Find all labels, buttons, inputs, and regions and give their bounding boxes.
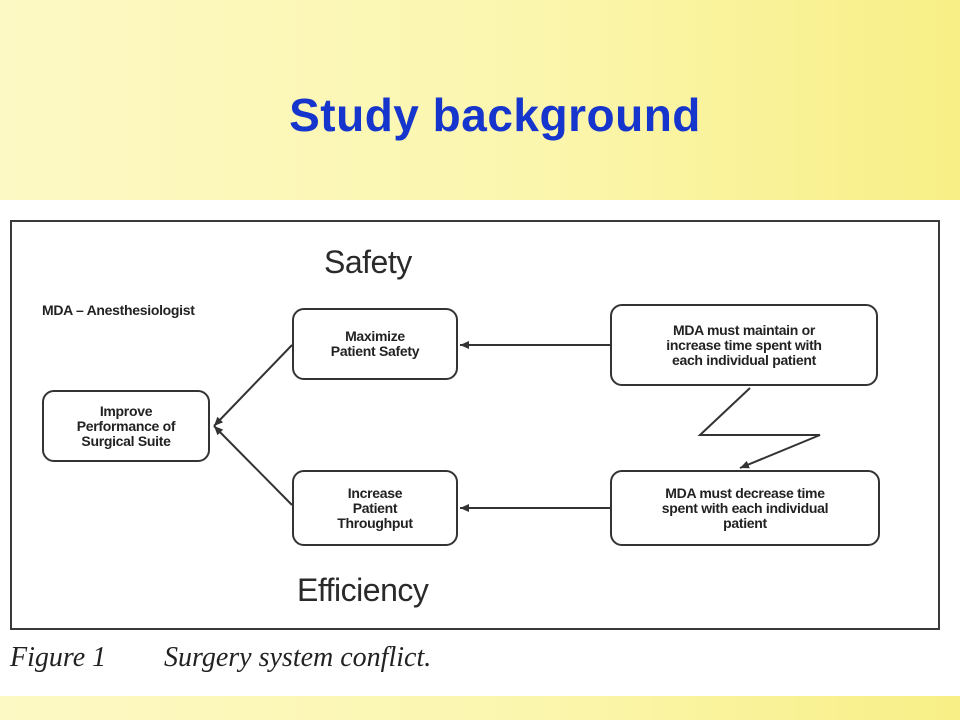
node-decrease-time: MDA must decrease time spent with each i…	[610, 470, 880, 546]
slide-title: Study background	[289, 89, 701, 141]
arrow-maximize-to-improve	[213, 344, 293, 427]
safety-label: Safety	[324, 244, 412, 280]
figure-panel: Safety Efficiency MDA – Anesthesiologist…	[0, 200, 960, 696]
node-maximize-safety: Maximize Patient Safety	[292, 308, 458, 380]
diagram-connectors	[213, 341, 821, 512]
node-improve-performance: Improve Performance of Surgical Suite	[42, 390, 210, 462]
node-maintain-time: MDA must maintain or increase time spent…	[610, 304, 878, 386]
arrow-increase-to-improve	[213, 425, 293, 506]
legend-note: MDA – Anesthesiologist	[42, 302, 195, 318]
figure-caption-number: Figure 1	[10, 642, 107, 673]
node-increase-throughput: Increase Patient Throughput	[292, 470, 458, 546]
figure-caption-text: Surgery system conflict.	[164, 642, 432, 673]
conflict-zigzag	[697, 387, 821, 469]
efficiency-label: Efficiency	[297, 572, 429, 608]
figure-frame	[10, 220, 940, 630]
